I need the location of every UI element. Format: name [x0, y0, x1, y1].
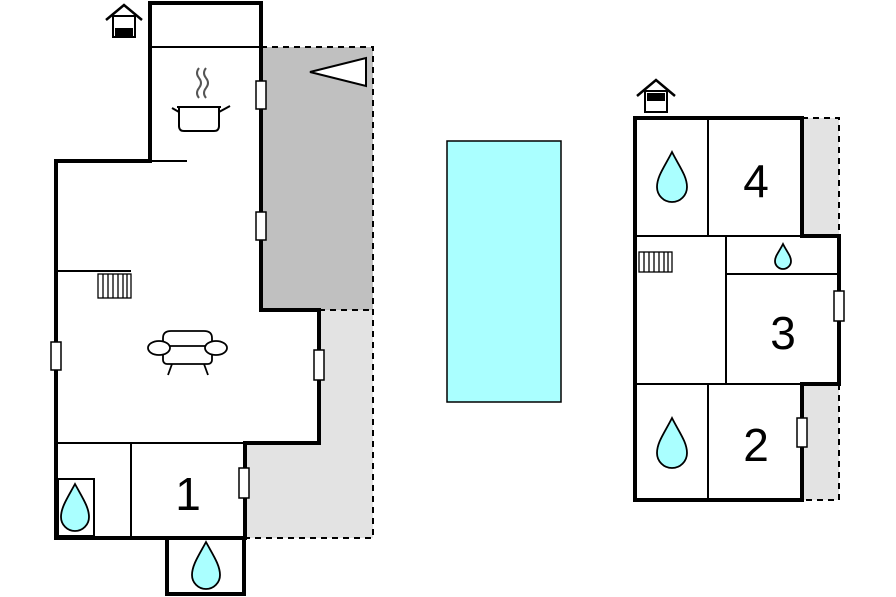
entrance-arrow-icon: [309, 56, 367, 88]
terrace-upper-bottom: [802, 384, 839, 500]
window: [796, 417, 808, 448]
terrace-upper-outline: [802, 117, 840, 501]
water-drop-icon: [656, 415, 688, 469]
armchair-icon: [147, 330, 228, 376]
window: [833, 290, 845, 322]
water-drop-icon: [656, 149, 688, 203]
swimming-pool: [446, 140, 562, 403]
shower-cubicle: [57, 478, 95, 537]
window: [255, 80, 267, 110]
water-drop-icon: [774, 241, 792, 270]
room-number-1: 1: [175, 468, 201, 520]
terrace-outline: [245, 46, 374, 539]
bathroom-annex-walls: [165, 536, 246, 596]
terrace-open: [245, 310, 373, 538]
stairs-icon: [97, 273, 132, 299]
room-number-4: 4: [743, 155, 769, 207]
window: [255, 211, 267, 241]
window: [238, 467, 250, 499]
terrace-upper-top: [802, 118, 839, 236]
room-number-3: 3: [770, 307, 796, 359]
terrace-covered: [261, 47, 373, 310]
water-drop-icon: [60, 482, 90, 532]
house-level-ground-icon: [105, 3, 143, 38]
cooking-pot-icon: [171, 67, 231, 132]
house-level-upper-icon: [636, 78, 676, 113]
stairs-icon: [638, 251, 673, 273]
window: [50, 341, 62, 371]
water-drop-icon: [191, 540, 221, 590]
window: [313, 349, 325, 381]
room-number-2: 2: [743, 419, 769, 471]
